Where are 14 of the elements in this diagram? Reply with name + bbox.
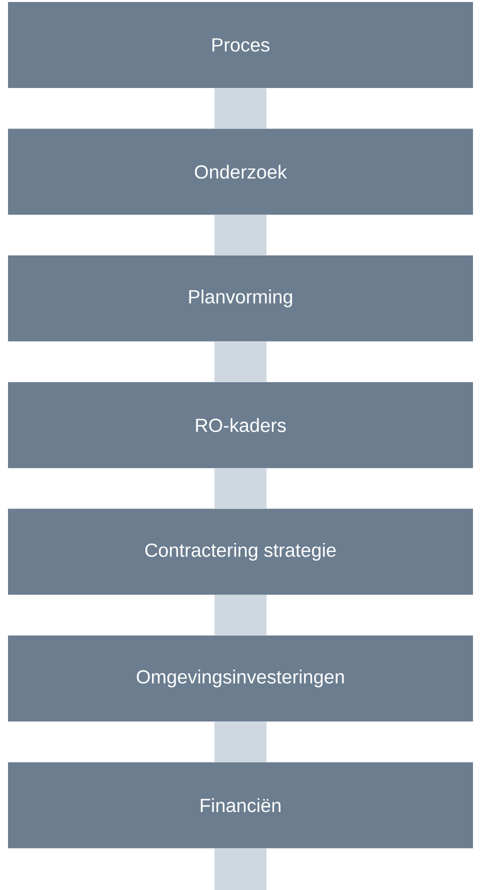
process-box: Financiën xyxy=(8,762,473,848)
process-box: Omgevingsinvesteringen xyxy=(8,636,473,722)
connector-bar xyxy=(214,88,266,128)
connector-bar xyxy=(214,468,266,509)
connector-bar xyxy=(214,342,266,382)
process-box: Planvorming xyxy=(8,255,473,342)
process-box: RO-kaders xyxy=(8,382,473,468)
process-box: Contractering strategie xyxy=(8,508,473,595)
process-box: Onderzoek xyxy=(8,128,473,215)
process-box: Proces xyxy=(8,2,473,88)
connector-bar xyxy=(214,722,266,762)
connector-bar xyxy=(214,848,266,890)
connector-bar xyxy=(214,595,266,636)
connector-bar xyxy=(214,214,266,256)
